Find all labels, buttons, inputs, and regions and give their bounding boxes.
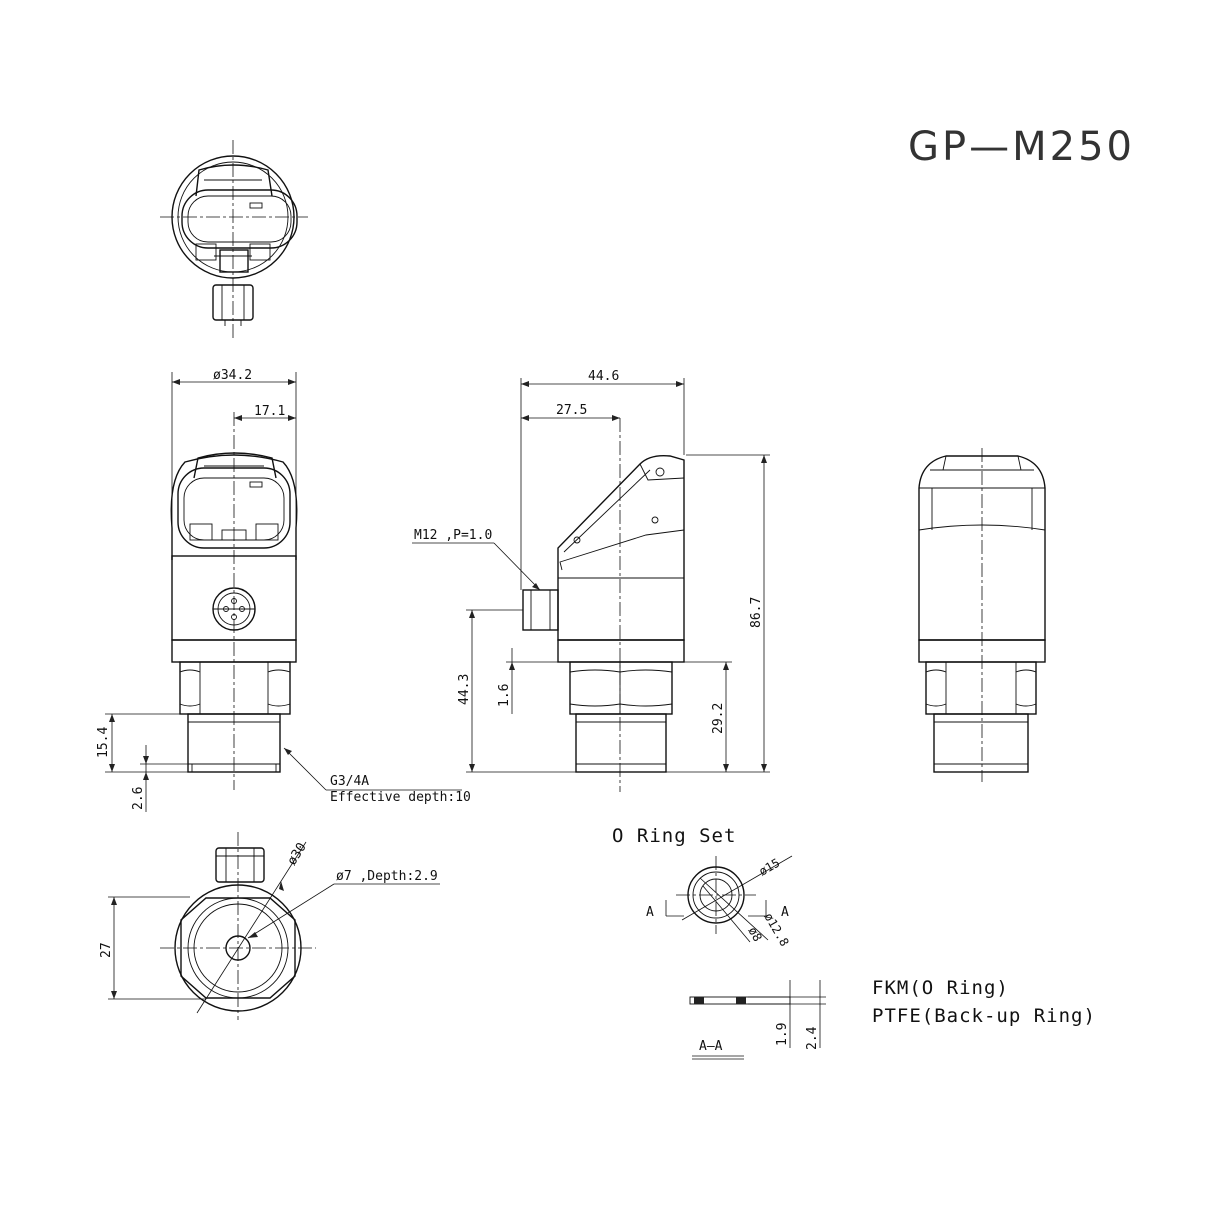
dim-bottom-diameter: ø30 [285, 840, 310, 868]
dim-height-44-3: 44.3 [457, 674, 472, 705]
material-fkm: FKM(O Ring) [872, 977, 1009, 999]
dim-oring-2-4: 2.4 [805, 1026, 820, 1050]
oring-set: O Ring Set A A ø15 ø12.8 ø8 1.9 2.4 A—A … [612, 825, 1096, 1060]
dim-height-15-4: 15.4 [96, 727, 111, 758]
material-ptfe: PTFE(Back-up Ring) [872, 1005, 1096, 1027]
dim-side-offset: 27.5 [556, 403, 587, 418]
dim-height-29-2: 29.2 [711, 703, 726, 734]
dim-oring-15: ø15 [757, 856, 783, 879]
oring-title: O Ring Set [612, 825, 736, 847]
side-view: 44.6 27.5 M12 ,P=1.0 44.3 1.6 [412, 369, 770, 792]
effective-depth-label: Effective depth:10 [330, 790, 471, 805]
bottom-view: 27 ø30 ø7 ,Depth:2.9 [99, 832, 440, 1020]
dim-front-diameter: ø34.2 [213, 368, 252, 383]
dim-bottom-hole: ø7 ,Depth:2.9 [336, 869, 438, 884]
connector-label: M12 ,P=1.0 [414, 528, 492, 543]
dim-oring-8: ø8 [745, 925, 764, 945]
dim-height-86-7: 86.7 [749, 597, 764, 628]
front-view: ø34.2 17.1 15.4 [96, 368, 471, 812]
section-mark-left: A [646, 905, 654, 920]
dim-height-2-6: 2.6 [131, 787, 146, 810]
top-view [160, 140, 308, 340]
dim-bottom-height: 27 [99, 942, 114, 958]
section-label: A—A [699, 1039, 723, 1054]
dim-oring-1-9: 1.9 [775, 1023, 790, 1046]
section-mark-right: A [781, 905, 789, 920]
back-view [918, 448, 1046, 782]
dim-height-1-6: 1.6 [497, 684, 512, 707]
dim-side-width: 44.6 [588, 369, 619, 384]
thread-label: G3/4A [330, 774, 369, 789]
dim-front-half: 17.1 [254, 404, 285, 419]
drawing-title: GP—M250 [908, 124, 1135, 170]
